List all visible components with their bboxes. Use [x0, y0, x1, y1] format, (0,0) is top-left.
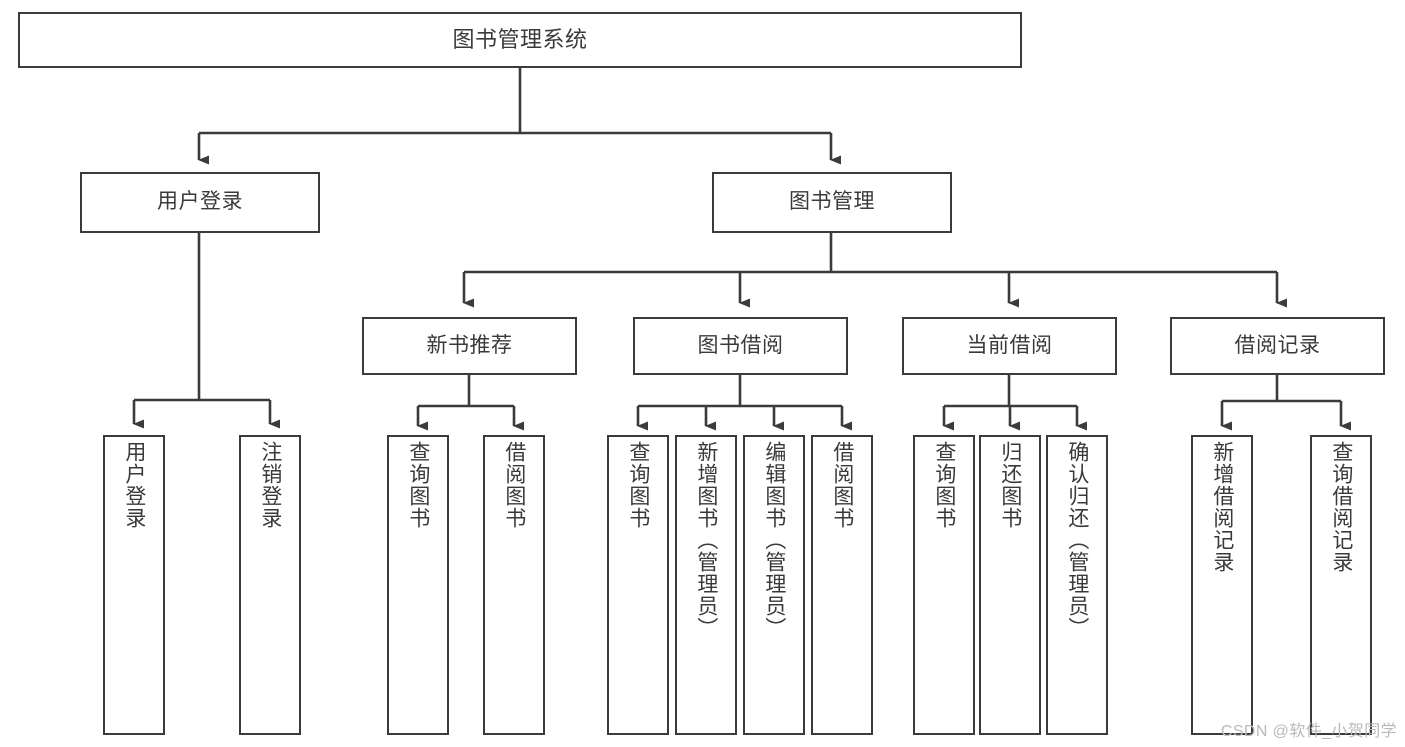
leaf-current-confirm-return-admin[interactable]: 确认归还（管理员）: [1046, 435, 1108, 735]
leaf-newbook-borrow[interactable]: 借阅图书: [483, 435, 545, 735]
leaf-borrow-add-admin[interactable]: 新增图书（管理员）: [675, 435, 737, 735]
node-label: 图书借阅: [697, 333, 784, 357]
node-label: 查询图书: [932, 441, 956, 529]
node-current-borrow[interactable]: 当前借阅: [902, 317, 1117, 375]
node-label: 编辑图书（管理员）: [762, 441, 786, 639]
node-user-login[interactable]: 用户登录: [80, 172, 320, 233]
node-label: 当前借阅: [966, 333, 1053, 357]
node-label: 图书管理系统: [452, 27, 588, 53]
node-label: 新增借阅记录: [1210, 441, 1234, 573]
leaf-current-return[interactable]: 归还图书: [979, 435, 1041, 735]
node-label: 借阅记录: [1234, 333, 1321, 357]
leaf-borrow-edit-admin[interactable]: 编辑图书（管理员）: [743, 435, 805, 735]
node-label: 用户登录: [157, 190, 243, 214]
leaf-record-add[interactable]: 新增借阅记录: [1191, 435, 1253, 735]
leaf-record-query[interactable]: 查询借阅记录: [1310, 435, 1372, 735]
node-label: 借阅图书: [830, 441, 854, 529]
leaf-user-logout[interactable]: 注销登录: [239, 435, 301, 735]
node-new-book-recommend[interactable]: 新书推荐: [362, 317, 577, 375]
node-label: 新书推荐: [426, 333, 513, 357]
leaf-borrow-lend[interactable]: 借阅图书: [811, 435, 873, 735]
node-label: 用户登录: [122, 441, 146, 529]
node-book-management[interactable]: 图书管理: [712, 172, 952, 233]
node-label: 借阅图书: [502, 441, 526, 529]
node-root-system[interactable]: 图书管理系统: [18, 12, 1022, 68]
leaf-user-login[interactable]: 用户登录: [103, 435, 165, 735]
node-book-borrow[interactable]: 图书借阅: [633, 317, 848, 375]
node-label: 查询图书: [626, 441, 650, 529]
node-label: 注销登录: [258, 441, 282, 529]
node-label: 归还图书: [998, 441, 1022, 529]
node-label: 新增图书（管理员）: [694, 441, 718, 639]
leaf-borrow-query[interactable]: 查询图书: [607, 435, 669, 735]
node-label: 查询图书: [406, 441, 430, 529]
leaf-newbook-query[interactable]: 查询图书: [387, 435, 449, 735]
node-label: 查询借阅记录: [1329, 441, 1353, 573]
watermark: CSDN @软件_小贺同学: [1220, 723, 1397, 740]
node-label: 图书管理: [789, 190, 875, 214]
leaf-current-query[interactable]: 查询图书: [913, 435, 975, 735]
node-borrow-record[interactable]: 借阅记录: [1170, 317, 1385, 375]
node-label: 确认归还（管理员）: [1065, 441, 1089, 639]
